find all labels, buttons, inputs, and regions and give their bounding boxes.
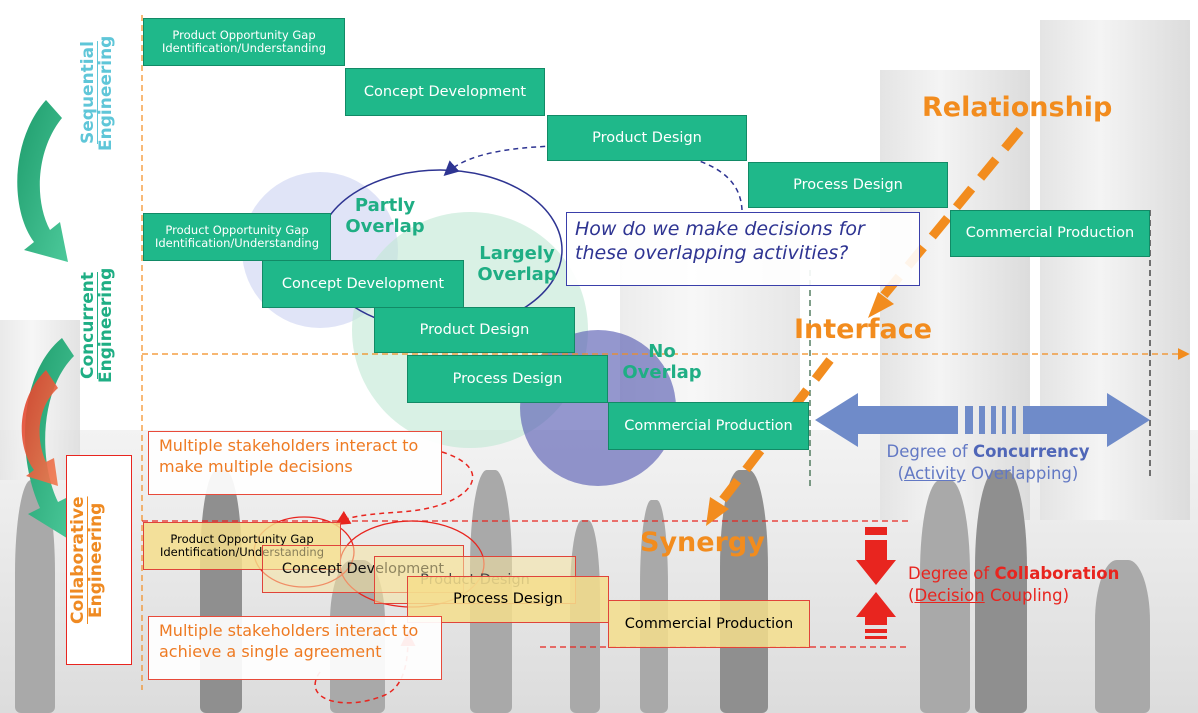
compress-arrow-icon [856, 527, 896, 639]
seq-commercial-box: Commercial Production [950, 210, 1150, 257]
conc-commercial-box: Commercial Production [608, 402, 809, 450]
label-collaborative-engineering: Collaborative Engineering [66, 455, 132, 665]
curved-arrow-icon [17, 100, 68, 262]
collaboration-sub-underlined: Decision [914, 586, 985, 606]
collab-commercial-box: Commercial Production [608, 600, 810, 648]
orange-arrowhead [868, 292, 894, 318]
conc-concept-box: Concept Development [262, 260, 464, 308]
collaboration-keyword: Collaboration [994, 564, 1120, 583]
conc-pog-box: Product Opportunity Gap Identification/U… [143, 213, 331, 261]
no-overlap-label: No Overlap [622, 341, 702, 383]
label-line: Engineering [95, 267, 116, 384]
orange-arrowhead [706, 497, 729, 526]
concurrency-keyword: Concurrency [972, 442, 1090, 461]
seq-pog-box: Product Opportunity Gap Identification/U… [143, 18, 345, 66]
person-silhouette [1095, 560, 1150, 713]
collab-process-box: Process Design [407, 576, 609, 623]
concurrency-sub: (Activity Overlapping) [897, 464, 1079, 484]
callout-multiple-decisions: Multiple stakeholders interact to make m… [148, 431, 442, 495]
conc-product-box: Product Design [374, 307, 575, 353]
collaboration-prefix: Degree of [908, 564, 990, 583]
collaboration-degree-text: Degree of Collaboration (Decision Coupli… [908, 563, 1168, 608]
concurrency-sub-underlined: Activity [904, 464, 966, 484]
collaboration-line: Degree of Collaboration [908, 563, 1168, 585]
concurrency-degree-text: Degree of Concurrency (Activity Overlapp… [858, 441, 1118, 486]
decision-question-box: How do we make decisions for these overl… [566, 212, 920, 286]
red-dashed-arrow [314, 631, 416, 704]
interface-label: Interface [794, 314, 933, 345]
collaboration-sub: (Decision Coupling) [908, 586, 1070, 606]
callout-single-agreement: Multiple stakeholders interact to achiev… [148, 616, 442, 680]
largely-overlap-label: Largely Overlap [477, 243, 557, 285]
red-dashed-arrow [334, 451, 474, 526]
seq-product-box: Product Design [547, 115, 747, 161]
label-line: Engineering [95, 35, 116, 151]
label-sequential-engineering: Sequential Engineering [78, 18, 132, 168]
concurrency-line: Degree of Concurrency [858, 441, 1118, 463]
relationship-label: Relationship [922, 92, 1113, 123]
conc-process-box: Process Design [407, 355, 608, 403]
synergy-label: Synergy [640, 527, 765, 558]
navy-curved-arrow [443, 144, 743, 211]
seq-concept-box: Concept Development [345, 68, 545, 116]
person-silhouette [975, 470, 1027, 713]
partly-overlap-label: Partly Overlap [345, 195, 425, 237]
person-silhouette [920, 480, 970, 713]
concurrency-prefix: Degree of [886, 442, 968, 461]
double-arrow-icon [815, 393, 1150, 447]
curved-arrow-icon [21, 370, 58, 486]
label-line: Engineering [85, 502, 106, 618]
collaboration-sub-rest: Coupling [989, 586, 1063, 606]
concurrency-sub-rest: Overlapping [971, 464, 1072, 484]
seq-process-box: Process Design [748, 162, 948, 208]
person-silhouette [720, 470, 768, 713]
label-concurrent-engineering: Concurrent Engineering [78, 238, 132, 413]
